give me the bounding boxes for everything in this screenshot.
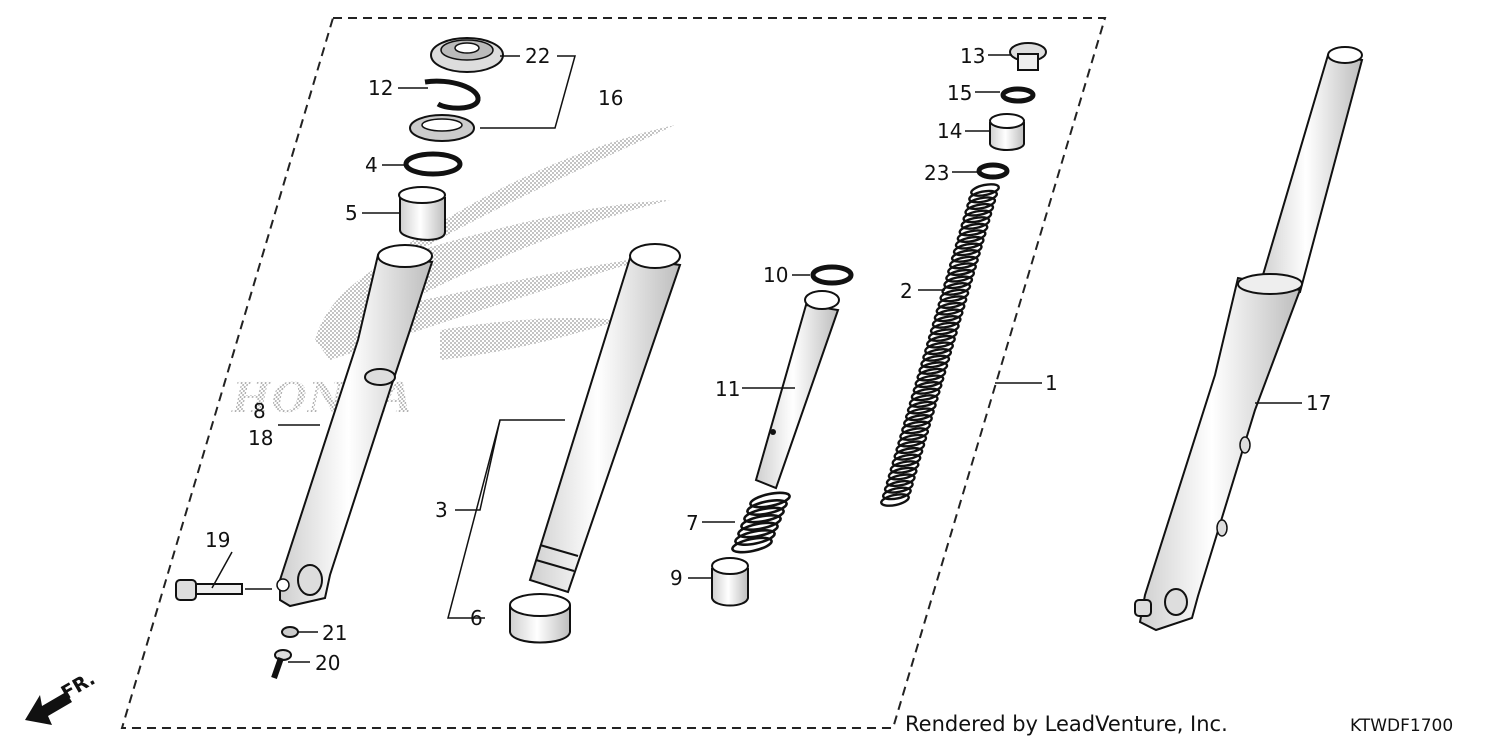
- part-10-o-ring: [810, 264, 854, 286]
- part-15-o-ring: [1000, 86, 1036, 104]
- callout-5: 5: [345, 201, 358, 225]
- callout-16: 16: [598, 86, 623, 110]
- callout-22: 22: [525, 44, 550, 68]
- callout-21: 21: [322, 621, 347, 645]
- part-8-outer-tube: [276, 244, 434, 608]
- callout-9: 9: [670, 566, 683, 590]
- assembly-boundary: [120, 17, 1107, 729]
- part-7-rebound-spring: [731, 491, 791, 554]
- callout-6: 6: [470, 606, 483, 630]
- callout-18: 18: [248, 426, 273, 450]
- callout-12: 12: [368, 76, 393, 100]
- callout-2: 2: [900, 279, 913, 303]
- callout-labels: 22 12 16 4 5 8 18 19 21 20 3 6 10 11 7 9…: [205, 44, 1331, 675]
- callout-20: 20: [315, 651, 340, 675]
- leader-lines: [211, 54, 1302, 663]
- callout-8: 8: [253, 399, 266, 423]
- part-16-oil-seal: [409, 114, 475, 142]
- part-5-bushing: [398, 186, 446, 241]
- part-20-screw: [271, 649, 292, 679]
- callout-13: 13: [960, 44, 985, 68]
- part-12-circlip: [424, 78, 481, 111]
- part-2-fork-spring: [880, 183, 1000, 507]
- part-9-collar: [711, 557, 749, 607]
- part-23-washer: [976, 162, 1010, 180]
- part-14-spacer: [989, 113, 1025, 151]
- part-19-bolt: [175, 579, 243, 601]
- part-17-fork-assembly: [1134, 46, 1364, 632]
- front-direction-arrow: FR.: [25, 668, 99, 725]
- callout-23: 23: [924, 161, 949, 185]
- part-11-damper-rod: [754, 290, 840, 490]
- callout-1: 1: [1045, 371, 1058, 395]
- callout-11: 11: [715, 377, 740, 401]
- part-3-inner-tube: [528, 243, 682, 594]
- callout-14: 14: [937, 119, 962, 143]
- render-credit: Rendered by LeadVenture, Inc.: [905, 712, 1228, 736]
- figure-code: KTWDF1700: [1350, 716, 1454, 736]
- part-4-ring: [403, 151, 463, 177]
- callout-4: 4: [365, 153, 378, 177]
- callout-3: 3: [435, 498, 448, 522]
- part-21-washer: [281, 626, 299, 638]
- callout-19: 19: [205, 528, 230, 552]
- callout-15: 15: [947, 81, 972, 105]
- part-6-slide-bushing: [509, 593, 571, 644]
- callout-17: 17: [1306, 391, 1331, 415]
- callout-7: 7: [686, 511, 699, 535]
- part-22-bearing: [430, 37, 504, 73]
- callout-10: 10: [763, 263, 788, 287]
- part-13-cap-bolt: [1009, 42, 1047, 71]
